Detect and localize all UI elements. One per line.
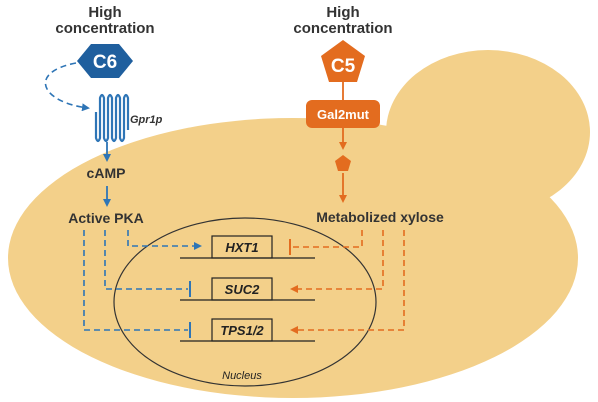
left-input-line1: High	[88, 4, 121, 21]
xylose-represses-hxt1	[292, 230, 363, 248]
xylose-activates-tps12	[290, 230, 405, 334]
pka-activates-hxt1	[127, 230, 202, 250]
pka-represses-suc2	[104, 230, 188, 290]
c5-label: C5	[331, 56, 356, 77]
right-input-line1: High	[326, 4, 359, 21]
gene-tps12: TPS1/2	[180, 318, 315, 342]
gene-hxt1-label: HXT1	[225, 240, 258, 255]
xylose-pentagon	[335, 155, 351, 171]
active-pka-label: Active PKA	[68, 210, 143, 226]
gal2mut-label: Gal2mut	[317, 107, 370, 122]
gene-hxt1: HXT1	[180, 235, 315, 259]
nucleus-label: Nucleus	[222, 370, 262, 382]
nucleus	[113, 217, 377, 387]
pka-represses-tps12	[83, 230, 188, 331]
gpr1p-label: Gpr1p	[130, 114, 163, 126]
right-input-line2: concentration	[293, 20, 392, 37]
gene-suc2: SUC2	[180, 277, 315, 301]
gene-tps12-label: TPS1/2	[220, 323, 264, 338]
camp-label: cAMP	[87, 165, 126, 181]
left-input-line2: concentration	[55, 20, 154, 37]
c5-pentagon	[321, 40, 365, 82]
c6-to-receptor-arrow	[44, 62, 90, 112]
c6-label: C6	[93, 52, 117, 73]
gpr1p-receptor-icon	[94, 93, 130, 143]
gene-suc2-label: SUC2	[225, 282, 260, 297]
c6-hexagon	[77, 44, 133, 78]
gal2mut-transporter	[306, 100, 380, 128]
metabolized-xylose-label: Metabolized xylose	[316, 209, 444, 225]
